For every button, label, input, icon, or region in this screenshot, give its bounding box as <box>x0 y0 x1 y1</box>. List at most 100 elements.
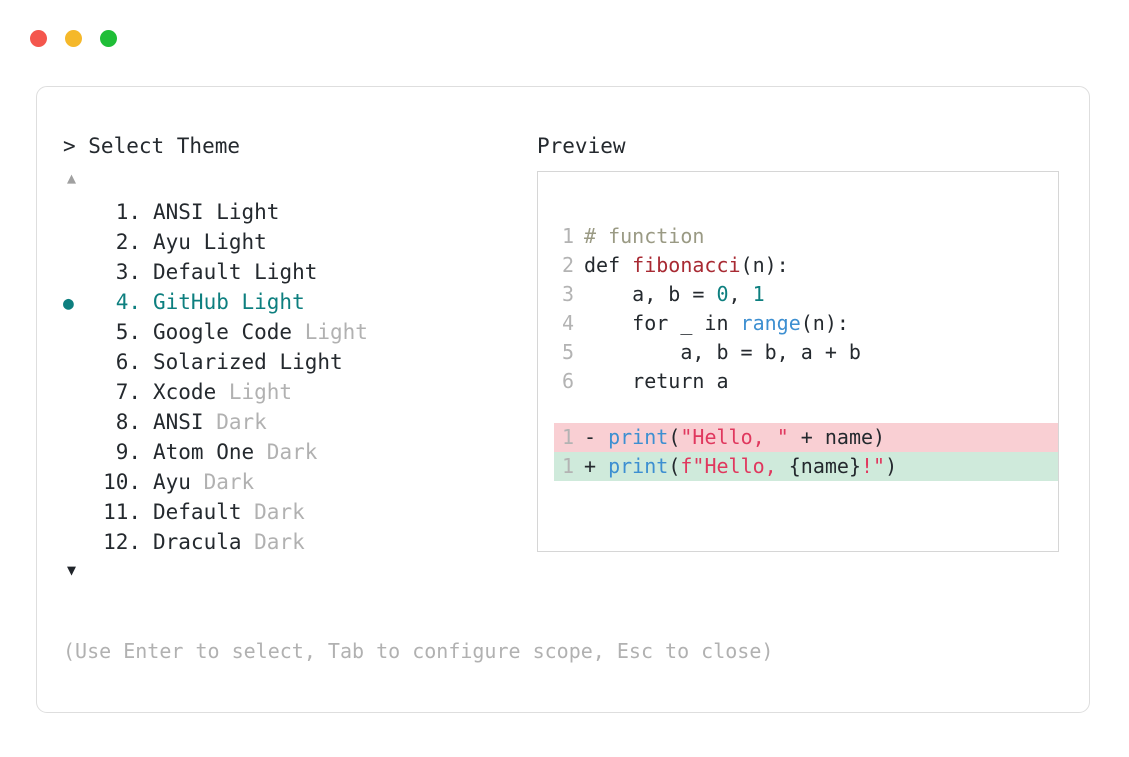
code-token-plain: a, b = <box>584 282 717 306</box>
theme-list-item[interactable]: 9.Atom One Dark <box>63 437 533 467</box>
code-token-string: f"Hello, <box>680 454 789 478</box>
code-line: 3 a, b = 0, 1 <box>554 280 1058 309</box>
diff-line-added: 1 + print(f"Hello, {name}!") <box>554 452 1058 481</box>
theme-item-variant: Light <box>292 320 368 344</box>
line-number: 4 <box>561 311 574 335</box>
theme-list-item[interactable]: 2.Ayu Light <box>63 227 533 257</box>
diff-sign: + <box>584 454 609 478</box>
close-button[interactable] <box>30 30 47 47</box>
theme-item-index: 7. <box>115 380 141 404</box>
code-token-plain: a, b = b, a + b <box>584 340 861 364</box>
code-line: 4 for _ in range(n): <box>554 309 1058 338</box>
theme-item-index: 5. <box>115 320 141 344</box>
line-number: 1 <box>561 224 574 248</box>
theme-item-name: Ayu <box>153 230 191 254</box>
code-token-plain: ( <box>668 454 681 478</box>
code-token-comment: # function <box>584 224 705 248</box>
theme-item-index: 11. <box>103 500 141 524</box>
theme-item-name: Dracula <box>153 530 242 554</box>
code-line-content: # function <box>584 222 704 251</box>
code-token-builtin: range <box>740 311 801 335</box>
window-titlebar <box>30 30 117 47</box>
theme-list-item[interactable]: 7. Xcode Light <box>63 377 533 407</box>
theme-item-name: Ayu <box>153 470 191 494</box>
code-token-plain: ( <box>668 425 681 449</box>
theme-item-variant: Light <box>241 260 318 284</box>
code-token-plain: for _ in <box>584 311 741 335</box>
code-line: 1 # function <box>554 222 1058 251</box>
theme-list-item[interactable]: 12.Dracula Dark <box>63 527 533 557</box>
theme-item-index: 3. <box>115 260 141 284</box>
theme-item-name: ANSI <box>153 200 204 224</box>
code-token-plain: + name) <box>788 425 886 449</box>
theme-item-index: 6. <box>115 350 141 374</box>
theme-list-item[interactable]: 8.ANSI Dark <box>63 407 533 437</box>
code-token-plain: (n): <box>800 311 849 335</box>
selected-bullet-icon: ● <box>63 293 74 314</box>
preview-heading: Preview <box>537 134 626 158</box>
theme-selector-pane: > Select Theme ▲ 1.ANSI Light 2. Ayu Light… <box>63 133 533 579</box>
theme-item-name: Default <box>153 500 242 524</box>
theme-item-variant: Dark <box>203 410 267 434</box>
line-number: 1 <box>561 454 574 478</box>
code-line: 6 return a <box>554 367 1058 396</box>
code-token-number: 0 <box>716 282 729 306</box>
theme-list-item[interactable]: 3. Default Light <box>63 257 533 287</box>
theme-item-index: 2. <box>115 230 141 254</box>
theme-item-name: Google Code <box>153 320 293 344</box>
maximize-button[interactable] <box>100 30 117 47</box>
code-token-number: 1 <box>752 282 765 306</box>
theme-item-index: 12. <box>103 530 141 554</box>
theme-item-name: Solarized <box>153 350 267 374</box>
code-spacer <box>554 396 1058 423</box>
theme-item-name: Atom One <box>153 440 255 464</box>
code-line-content: for _ in range(n): <box>584 309 849 338</box>
code-line-content: def fibonacci(n): <box>584 251 789 280</box>
code-line-content: a, b = 0, 1 <box>584 280 765 309</box>
theme-list-item[interactable]: 11.Default Dark <box>63 497 533 527</box>
theme-item-variant: Light <box>266 350 343 374</box>
theme-item-index: 4. <box>115 290 141 314</box>
select-theme-prompt: > Select Theme <box>63 134 241 158</box>
code-line-content: a, b = b, a + b <box>584 338 861 367</box>
theme-item-name: Default <box>153 260 242 284</box>
code-token-plain: return a <box>584 369 729 393</box>
theme-list-item[interactable]: 5. Google Code Light <box>63 317 533 347</box>
line-number: 5 <box>561 340 574 364</box>
line-number: 3 <box>561 282 574 306</box>
scroll-down-icon[interactable]: ▼ <box>67 561 77 579</box>
code-token-string: "Hello, " <box>680 425 789 449</box>
minimize-button[interactable] <box>65 30 82 47</box>
theme-list-item[interactable]: 6. Solarized Light <box>63 347 533 377</box>
theme-item-name: Xcode <box>153 380 217 404</box>
theme-item-variant: Light <box>203 200 280 224</box>
code-token-call: print <box>608 425 669 449</box>
theme-item-name: ANSI <box>153 410 204 434</box>
theme-item-variant: Light <box>228 290 305 314</box>
code-line-content: return a <box>584 367 729 396</box>
code-token-plain: , <box>728 282 753 306</box>
diff-sign: - <box>584 425 609 449</box>
theme-list-item[interactable]: ● 4. GitHub Light <box>63 287 533 317</box>
code-line: 2 def fibonacci(n): <box>554 251 1058 280</box>
theme-item-variant: Light <box>216 380 293 404</box>
theme-list-item[interactable]: 1.ANSI Light <box>63 197 533 227</box>
theme-item-variant: Dark <box>190 470 255 494</box>
code-token-func: fibonacci <box>632 253 741 277</box>
scroll-up-icon[interactable]: ▲ <box>67 169 77 187</box>
theme-list-item[interactable]: 10. Ayu Dark <box>63 467 533 497</box>
diff-line-content: + print(f"Hello, {name}!") <box>584 452 897 481</box>
diff-line-removed: 1- print("Hello, " + name) <box>554 423 1058 452</box>
theme-list[interactable]: 1.ANSI Light 2. Ayu Light 3. Default Light ● 4… <box>63 197 533 557</box>
theme-item-index: 10. <box>103 470 141 494</box>
line-number: 6 <box>561 369 574 393</box>
line-number: 2 <box>561 253 574 277</box>
theme-item-name: GitHub <box>153 290 229 314</box>
code-token-plain: ) <box>885 454 898 478</box>
theme-item-index: 9. <box>115 440 141 464</box>
code-token-plain: (n): <box>740 253 789 277</box>
code-line: 5 a, b = b, a + b <box>554 338 1058 367</box>
